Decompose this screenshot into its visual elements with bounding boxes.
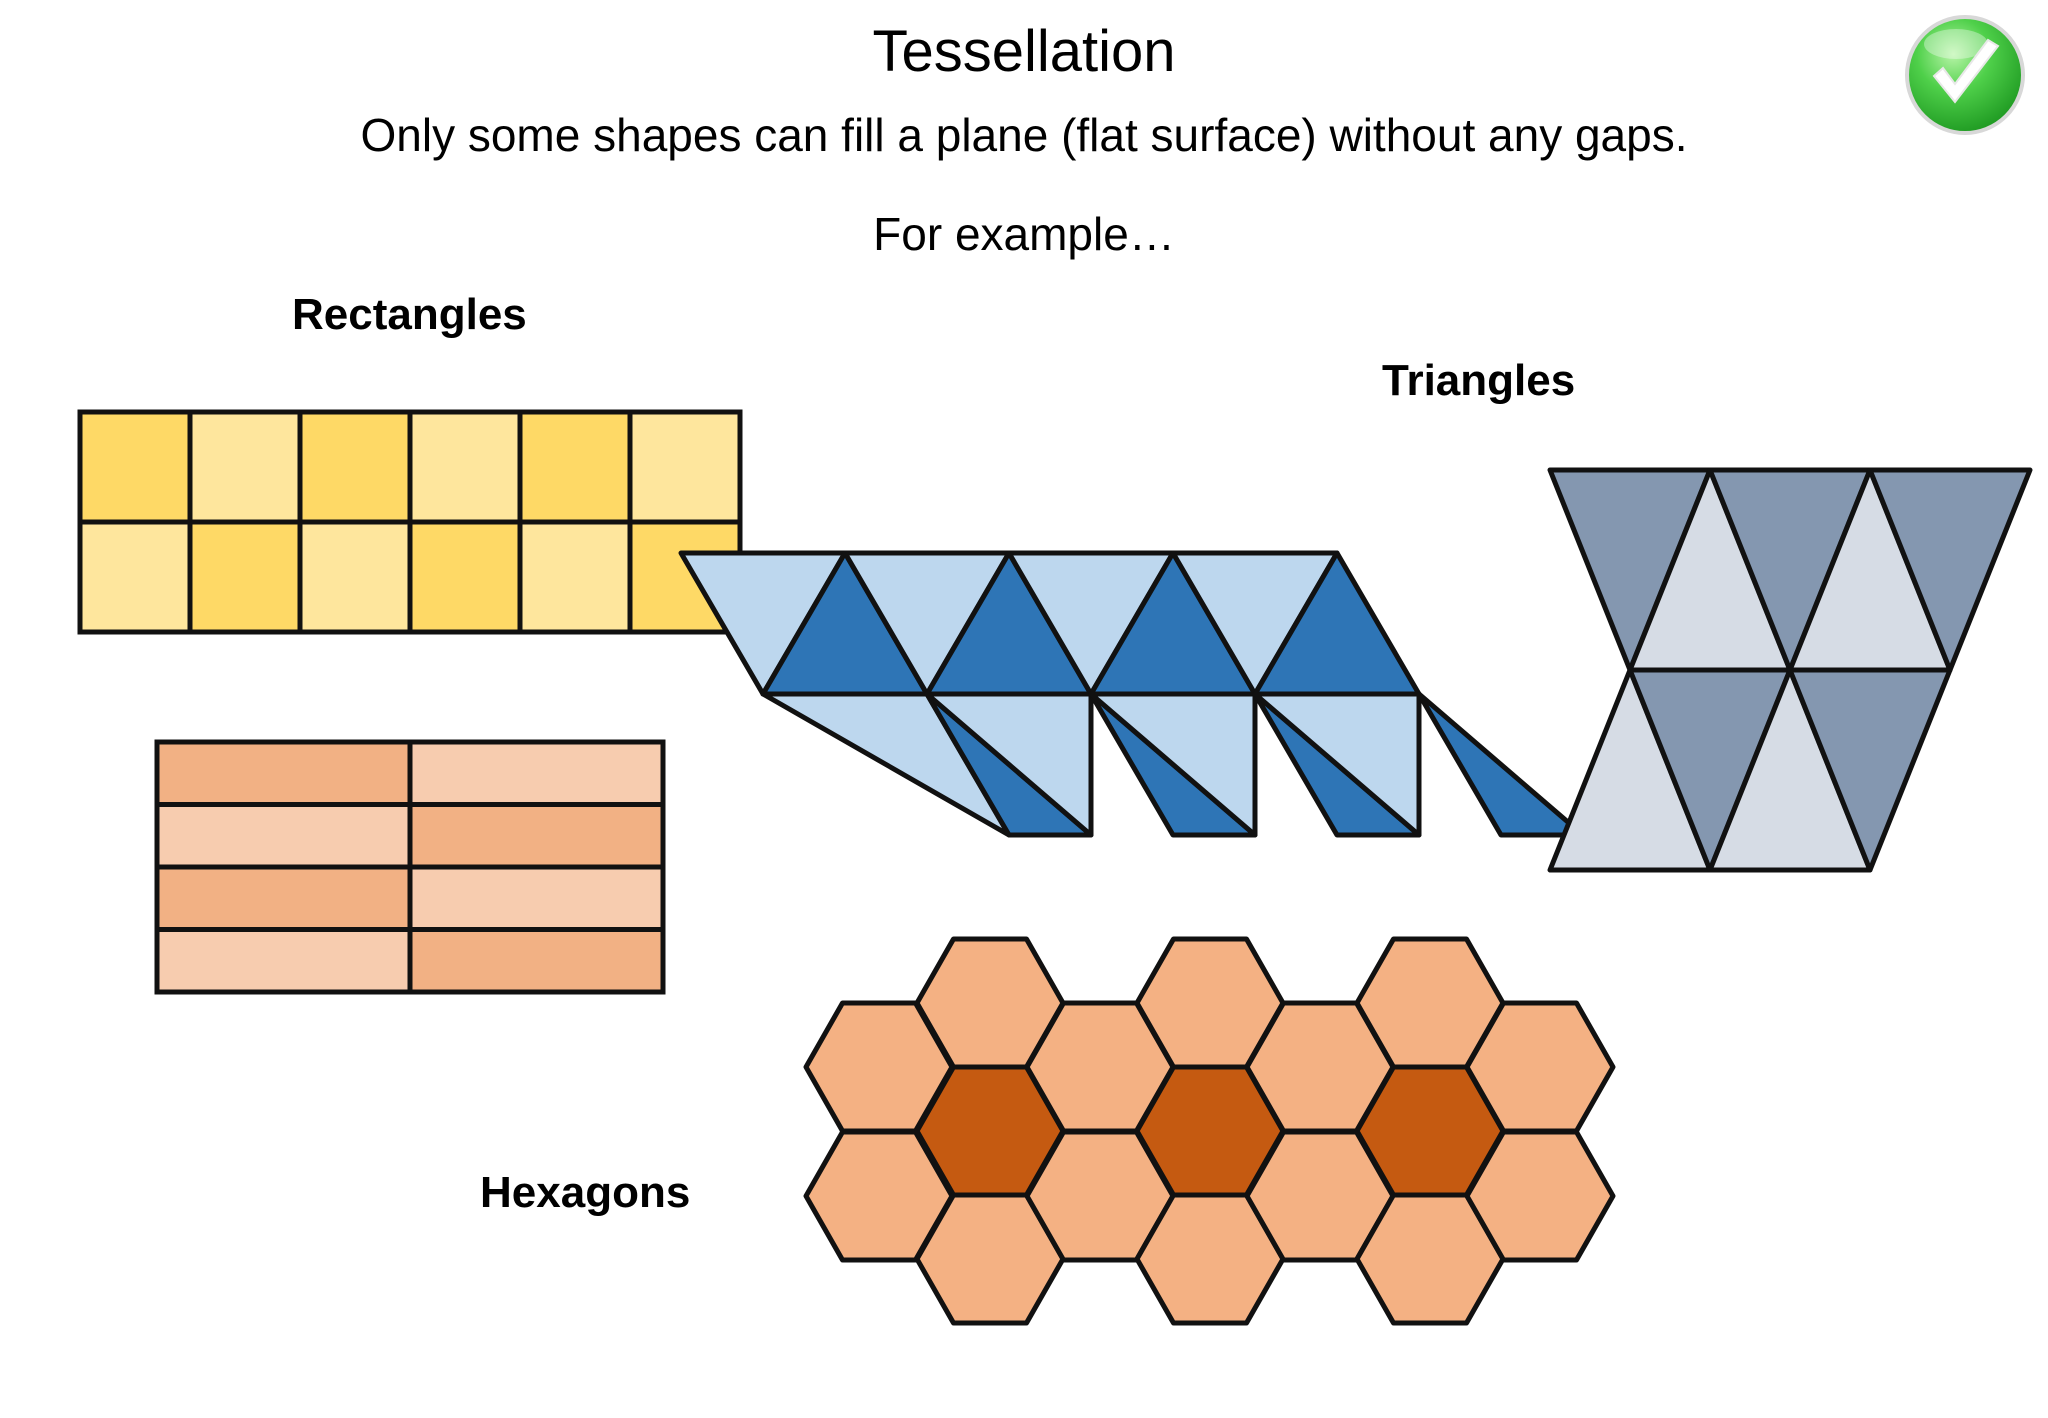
triangle-tile [1088,691,1258,838]
brick-tile [154,739,413,807]
square-tile [407,519,523,635]
brick-tile [154,864,413,932]
checkmark-icon-graphic [1905,15,2025,135]
blue-triangle-tessellation [678,550,1586,838]
brick-tile [407,802,666,870]
triangles-label: Triangles [1382,356,1576,405]
triangle-tile [1416,691,1586,838]
square-tile [517,519,633,635]
hexagons-label: Hexagons [480,1168,691,1217]
square-tile [187,409,303,525]
brick-tile [407,864,666,932]
square-tile [407,409,523,525]
rectangles-label: Rectangles [292,290,527,339]
triangle-tile [1252,691,1422,838]
square-tile [77,409,193,525]
triangle-tile [1787,667,1953,873]
checkmark-icon[interactable] [1900,10,2030,140]
square-tile [297,409,413,525]
square-tile [517,409,633,525]
page-title: Tessellation [872,19,1176,84]
brick-tile [154,802,413,870]
square-tile [77,519,193,635]
hexagon-tessellation [803,936,1616,1326]
square-tile [627,409,743,525]
square-tile [187,519,303,635]
brick-tile [407,927,666,995]
square-tile [297,519,413,635]
orange-rectangle-tessellation [154,739,666,995]
example-text: For example… [873,208,1175,260]
hexagon-tile [1464,1129,1616,1263]
grey-triangle-tessellation [1547,467,2033,873]
brick-tile [407,739,666,807]
triangle-tile [924,691,1094,838]
triangle-tile [1867,467,2033,673]
yellow-rectangle-tessellation [77,409,743,635]
brick-tile [154,927,413,995]
subtitle: Only some shapes can fill a plane (flat … [360,109,1688,161]
